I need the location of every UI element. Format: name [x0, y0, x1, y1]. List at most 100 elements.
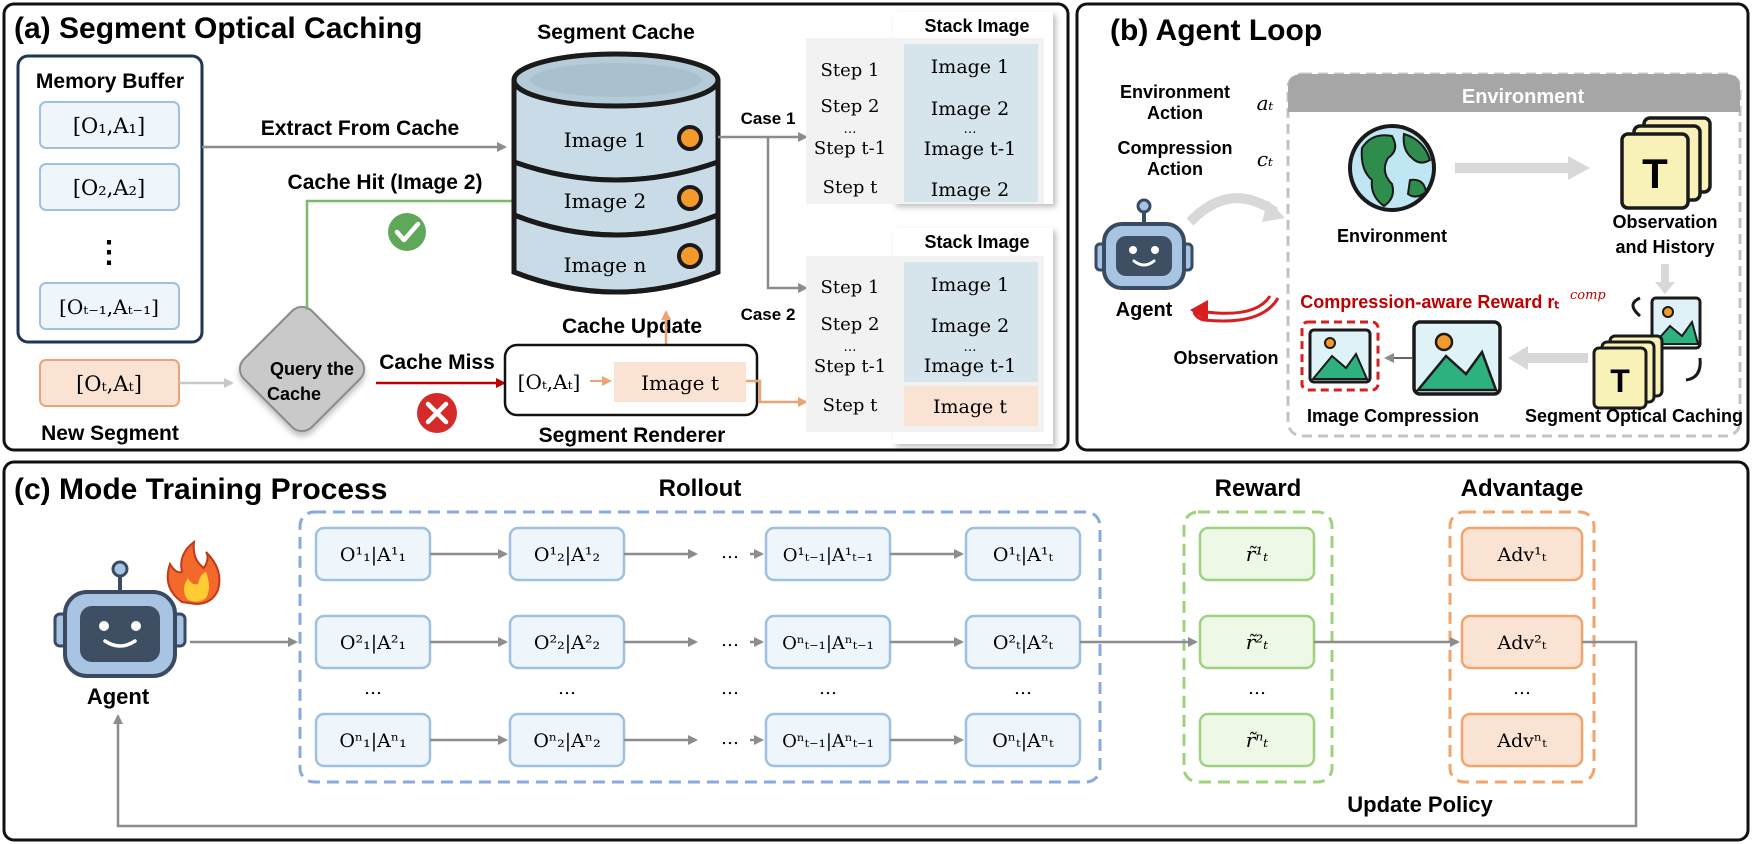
ellipsis-reward: … — [1248, 678, 1266, 699]
reward-cell — [1198, 526, 1316, 582]
case2-step-ellipsis: … — [844, 340, 857, 355]
reward-title: Reward — [1215, 475, 1302, 502]
compressed-frame — [1300, 320, 1380, 392]
robot-icon — [53, 560, 187, 678]
cross-icon — [417, 393, 457, 433]
image-icon — [1308, 328, 1372, 384]
action-arc-head — [1262, 200, 1285, 222]
cache-update-label: Cache Update — [562, 315, 702, 338]
panel-b-title: (b) Agent Loop — [1110, 14, 1322, 47]
robot-icon — [1094, 198, 1194, 290]
row1-cell2: O¹₂|A¹₂ — [534, 544, 600, 566]
case1-step-t: Step t — [823, 177, 878, 198]
panel-a-frame — [2, 2, 1070, 452]
case1-step-1: Step 1 — [821, 60, 880, 81]
row3-adv: Advⁿₜ — [1496, 730, 1547, 752]
advantage-box — [1448, 510, 1596, 784]
renderer-to-stack-arrow — [746, 379, 808, 407]
reward-cell — [1198, 712, 1316, 768]
ellipsis-col2: … — [558, 678, 576, 699]
row3-cell4: Oⁿₜ|Aⁿₜ — [992, 730, 1054, 752]
trajectory-cell — [964, 712, 1082, 768]
row2-cell3: Oⁿₜ₋₁|Aⁿₜ₋₁ — [782, 633, 874, 654]
reward-box — [1182, 510, 1334, 784]
query-label-2: Cache — [267, 384, 321, 404]
row2-ellipsis: … — [721, 630, 739, 651]
document-stack-icon: T — [1620, 116, 1712, 210]
row3-cell1: Oⁿ₁|Aⁿ₁ — [339, 730, 406, 752]
row1-cell3: O¹ₜ₋₁|A¹ₜ₋₁ — [783, 545, 874, 566]
environment-header: Environment — [1462, 86, 1585, 108]
cache-miss-label: Cache Miss — [379, 351, 495, 374]
row2-adv: Adv²ₜ — [1497, 632, 1547, 654]
comp-action-line2: Action — [1147, 159, 1203, 179]
ellipsis-col1: … — [364, 678, 382, 699]
cache-hit-arrow — [305, 196, 558, 310]
case1-step-t-1: Step t-1 — [814, 138, 886, 159]
case1-label: Case 1 — [741, 109, 796, 128]
agent-label-c: Agent — [87, 684, 150, 709]
case1-image-t-1: Image t-1 — [924, 138, 1016, 160]
ellipsis-col5: … — [1014, 678, 1032, 699]
panel-c-frame — [2, 460, 1750, 842]
env-to-obs-head — [1568, 156, 1590, 180]
panel-b: (b) Agent Loop Environment Action aₜ Com… — [1075, 2, 1750, 452]
memory-item-last-label: [Oₜ₋₁,Aₜ₋₁] — [59, 295, 159, 319]
case2-stack: Stack Image Step 1 Step 2 … Step t-1 Ste… — [806, 228, 1053, 444]
renderer-output-box — [614, 362, 746, 402]
row1-reward: r̃¹ₜ — [1246, 542, 1269, 566]
memory-item-last — [39, 282, 180, 330]
row2-cell1: O²₁|A²₁ — [340, 632, 406, 654]
case1-step-2: Step 2 — [821, 96, 880, 117]
ellipsis-row: … … … … … … … — [364, 678, 1531, 699]
row2-reward: r̃²ₜ — [1246, 630, 1269, 654]
panel-c: (c) Mode Training Process Agent Rollout … — [2, 460, 1750, 842]
case2-step-t: Step t — [823, 395, 878, 416]
env-action-line1: Environment — [1120, 82, 1230, 102]
case1-image-t: Image 2 — [931, 179, 1009, 201]
obs-down-head — [1655, 282, 1675, 294]
panel-a: (a) Segment Optical Caching Memory Buffe… — [2, 2, 1070, 452]
obs-history-line2: and History — [1615, 237, 1714, 257]
rollout-row-3: Oⁿ₁|Aⁿ₁ Oⁿ₂|Aⁿ₂ … Oⁿₜ₋₁|Aⁿₜ₋₁ Oⁿₜ|Aⁿₜ r̃… — [314, 712, 1584, 768]
case1-step-ellipsis: … — [844, 122, 857, 137]
observation-arc-inner — [1205, 295, 1272, 315]
t-glyph-bottom: T — [1610, 363, 1630, 399]
query-label-1: Query the — [270, 359, 354, 379]
observation-arc-head — [1190, 300, 1208, 322]
row2-cell4: O²ₜ|A²ₜ — [993, 632, 1054, 654]
row1-adv: Adv¹ₜ — [1497, 544, 1547, 566]
cache-image-n: Image n — [564, 253, 647, 277]
globe-icon — [1348, 124, 1436, 212]
rollout-title: Rollout — [659, 475, 742, 502]
rollout-box — [298, 510, 1102, 784]
cycle-arrow-2 — [1685, 357, 1702, 382]
row3-ellipsis: … — [721, 728, 739, 749]
segment-renderer-label: Segment Renderer — [539, 424, 726, 447]
row3-cell2: Oⁿ₂|Aⁿ₂ — [533, 730, 600, 752]
observation-label: Observation — [1173, 348, 1278, 368]
cache-hit-label: Cache Hit (Image 2) — [288, 171, 483, 194]
memory-item-1 — [39, 101, 180, 149]
cycle-arrow-1 — [1631, 296, 1642, 318]
segment-cache-title: Segment Cache — [537, 21, 695, 44]
case2-image-t-1: Image t-1 — [924, 355, 1016, 377]
case2-label: Case 2 — [741, 305, 796, 324]
renderer-output: Image t — [641, 371, 719, 395]
memory-ellipsis: ⋮ — [94, 235, 124, 270]
rollout-row-2: O²₁|A²₁ O²₂|A²₂ … Oⁿₜ₋₁|Aⁿₜ₋₁ O²ₜ|A²ₜ r̃… — [314, 614, 1584, 670]
row1-cell1: O¹₁|A¹₁ — [340, 544, 406, 566]
memory-item-2-label: [O₂,A₂] — [73, 176, 145, 200]
extract-label: Extract From Cache — [261, 117, 459, 140]
update-policy-label: Update Policy — [1347, 792, 1493, 817]
update-policy-arrow — [113, 640, 1638, 828]
case1-title: Stack Image — [924, 16, 1029, 36]
ellipsis-col3: … — [721, 678, 739, 699]
memory-item-2 — [39, 163, 180, 211]
row2-cell2: O²₂|A²₂ — [534, 632, 600, 654]
obs-history-line1: Observation — [1612, 212, 1717, 232]
row3-reward: r̃ⁿₜ — [1246, 728, 1269, 752]
row1-ellipsis: … — [721, 542, 739, 563]
case2-image-2: Image 2 — [931, 315, 1009, 337]
